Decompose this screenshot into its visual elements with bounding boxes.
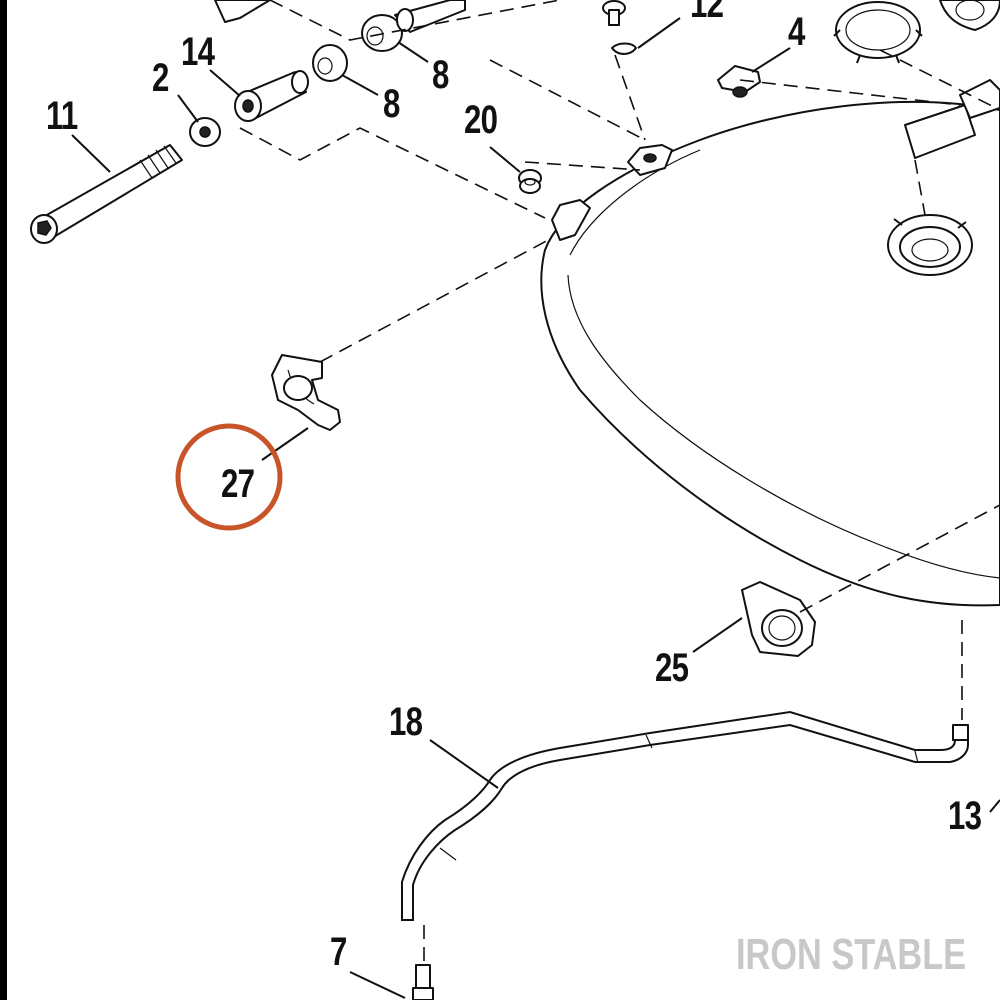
callout-20: 20: [464, 98, 498, 142]
callout-2: 2: [152, 56, 169, 100]
callout-13: 13: [948, 794, 982, 838]
callout-25: 25: [655, 646, 689, 690]
callout-27: 27: [221, 462, 255, 506]
sleeve-part-top: [214, 0, 271, 23]
spacer-part-14: [234, 70, 309, 122]
cover-part-27: [271, 354, 341, 431]
callout-leader-lines: [71, 17, 1000, 999]
bolt-part-11: [30, 144, 183, 244]
fuel-tank: [540, 79, 1000, 607]
washer-part-2: [189, 117, 221, 147]
nut-part-20: [518, 169, 542, 194]
filler-ring-part: [833, 0, 1000, 64]
screw-part-12: [602, 0, 637, 55]
fitting-part-7: [412, 964, 434, 1000]
callout-11: 11: [46, 94, 78, 138]
fuel-line-part-18: [401, 710, 969, 921]
callout-14: 14: [181, 30, 215, 74]
grommet-part-8a: [312, 44, 348, 82]
callout-8-upper: 8: [432, 53, 449, 97]
callout-12: 12: [690, 0, 724, 26]
left-border: [0, 0, 7, 1000]
callout-7: 7: [330, 930, 347, 974]
callout-8-lower: 8: [383, 82, 400, 126]
cover-part-25: [741, 581, 816, 657]
grommet-part-8b: [361, 0, 466, 52]
watermark: IRON STABLE: [736, 930, 967, 979]
highlight-circle: [175, 423, 283, 531]
clip-nut-part-4: [717, 65, 761, 98]
callout-18: 18: [389, 700, 423, 744]
assembly-dashed-lines: [239, 0, 1000, 962]
callout-4: 4: [788, 10, 805, 54]
